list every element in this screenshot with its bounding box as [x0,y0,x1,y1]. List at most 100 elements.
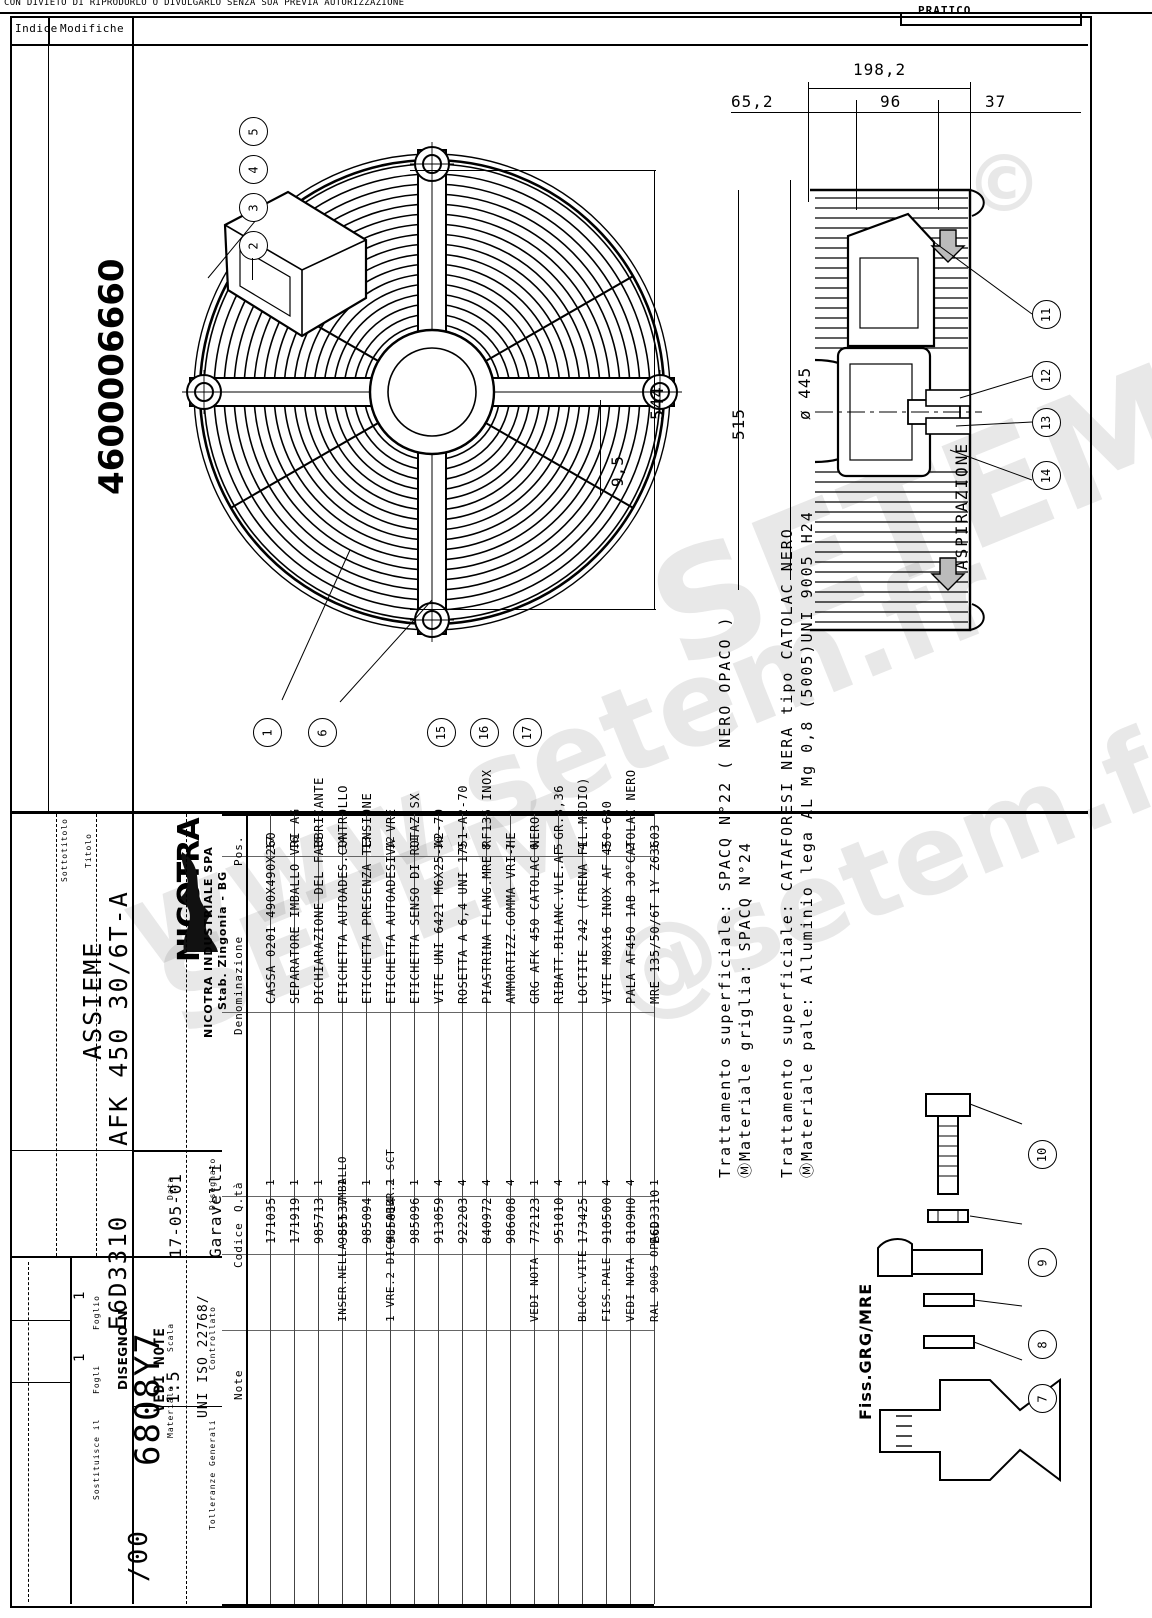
dim-515: 515 [729,408,748,440]
material-note-line3: ⓂMateriale griglia: SPACQ N°24 [736,841,754,1178]
cell-qta: 4 [504,1178,517,1186]
parts-table-edge [222,1604,654,1606]
sostituisce-label: Sostituisce il [92,1418,101,1500]
balloon-label: 5 [246,127,261,136]
fastener-detail-drawing [877,1093,1061,1482]
section-view-drawing [810,188,1033,632]
balloon-label: 6 [315,728,330,737]
balloon-label: 11 [1039,307,1054,322]
cell-codice: 840972 [480,1197,494,1244]
parts-header-qta: Q.tà [232,1181,245,1213]
balloon-10: 10 [1028,1140,1057,1169]
company-sub1: NICOTRA INDUSTRIALE SPA [202,846,215,1038]
company-sub2: Stab. Zingonia - BG [216,870,229,1010]
balloon-label: 7 [1035,1394,1050,1403]
parts-row-rule [486,814,487,1604]
cell-denominazione: ROSETTA A 6,4 UNI 1751-A2-70 [456,784,470,1004]
dim-544-line [654,170,655,610]
parts-row-rule [270,814,271,1604]
balloon-1: 1 [253,718,282,747]
balloon-label: 13 [1039,415,1054,430]
cell-qta: 1 [288,1178,301,1186]
balloon-8: 8 [1028,1330,1057,1359]
parts-row-rule [438,814,439,1604]
front-view-drawing [182,142,682,703]
sottotitolo-value: ASSIEME [78,940,107,1060]
pratico-label: PRATICO [918,4,972,17]
balloon-label: 15 [434,725,449,740]
material-note-line4: Trattamento superficiale: SPACQ N°22 ( N… [716,615,734,1178]
cell-qta: 4 [624,1178,637,1186]
cell-codice: 951010 [552,1197,566,1244]
parts-row-rule [606,814,607,1604]
parts-header-note: Note [232,1369,245,1401]
cell-denominazione: LOCTITE 242 (FRENA FIL.MEDIO) [576,777,590,1004]
parts-header-codice: Codice [232,1222,245,1268]
detail-caption: Fiss.GRG/MRE [856,1282,875,1420]
cell-codice: 913059 [432,1197,446,1244]
cell-qta: 1 [360,1178,373,1186]
disegno-n-suffix: /00 [124,1529,154,1582]
foglio-label: Foglio [92,1295,101,1330]
parts-row-rule [534,814,535,1604]
cell-qta: 1 [408,1178,421,1186]
copyright-note: CON DIVIETO DI RIPRODURLO O DIVULGARLO S… [4,0,405,8]
parts-row-rule [582,814,583,1604]
cell-denominazione: ETICHETTA SENSO DI ROTAZ.SX [408,792,422,1004]
parts-header-rule [246,814,248,1604]
cell-qta: 1 [264,1178,277,1186]
cell-note: FISS.PALE [600,1256,613,1322]
balloon-label: 8 [1035,1340,1050,1349]
tolleranze-value: UNI ISO 22768/ [196,1294,211,1418]
cell-denominazione: ETICHETTA AUTOADES.CONTROLLO [336,784,350,1004]
parts-header-pos: Pos. [232,835,245,867]
parts-row-rule [630,814,631,1604]
cell-codice: 986008 [504,1197,518,1244]
balloon-11: 11 [1032,300,1061,329]
cell-codice: 173425 [576,1197,590,1244]
cell-denominazione: SEPARATORE IMBALLO VRI AG [288,808,302,1004]
aspirazione-label: ASPIRAZIONE [952,442,971,570]
cell-note: RAL 9005 OPACO [648,1220,661,1322]
cell-note: VEDI NOTA [624,1256,637,1322]
fogli-label: Fogli [92,1364,101,1394]
cell-qta: 1 [648,1178,661,1186]
dim-96: 96 [880,92,902,111]
dim-65-2: 65,2 [731,92,774,111]
balloon-label: 10 [1035,1147,1050,1162]
dim-9-5: 9,5 [608,455,627,487]
cell-denominazione: AMMORTIZZ.GOMMA VRI-HE [504,831,518,1004]
parts-row-rule [366,814,367,1604]
tolleranze-label: Tolleranze Generali [208,1419,217,1530]
cell-denominazione: CASSA 0201 490X490X260 [264,831,278,1004]
cell-qta: 4 [456,1178,469,1186]
parts-row-rule [342,814,343,1604]
foglio-value: 1 [72,1291,88,1300]
cell-denominazione: DICHIARAZIONE DEL FABBRICANTE [312,777,326,1004]
balloon-14: 14 [1032,461,1061,490]
balloon-12: 12 [1032,361,1061,390]
balloon-label: 2 [246,241,261,250]
cell-denominazione: VITE M8X16 INOX AF 450-630 [600,800,614,1004]
parts-row-rule [558,814,559,1604]
parts-header-denominazione: Denominazione [232,935,245,1035]
balloon-label: 12 [1039,368,1054,383]
sottotitolo-label: Sottotitolo [60,818,69,882]
disegno-n-value: 6808Y7 [128,1331,168,1466]
parts-row-rule [390,814,391,1604]
titolo-value: AFK 450 30/6T-A [104,890,133,1146]
cell-denominazione: PIASTRINA FLANG.MRE RF135 INOX [480,769,494,1004]
balloon-9: 9 [1028,1248,1057,1277]
parts-row-rule [510,814,511,1604]
balloon-13: 13 [1032,408,1061,437]
cell-codice: 985096 [408,1197,422,1244]
balloon-3: 3 [239,193,268,222]
cell-denominazione: PALA AF450 1AB 30°CATOLAC NERO [624,769,638,1004]
cell-denominazione: ETICHETTA PRESENZA TENSIONE [360,792,374,1004]
balloon-5: 5 [239,117,268,146]
cell-denominazione: ETICHETTA AUTOADESIVA VRE [384,808,398,1004]
cell-codice: 910500 [600,1197,614,1244]
parts-row-rule [654,814,655,1604]
dim-dia-445: ø 445 [795,366,814,420]
